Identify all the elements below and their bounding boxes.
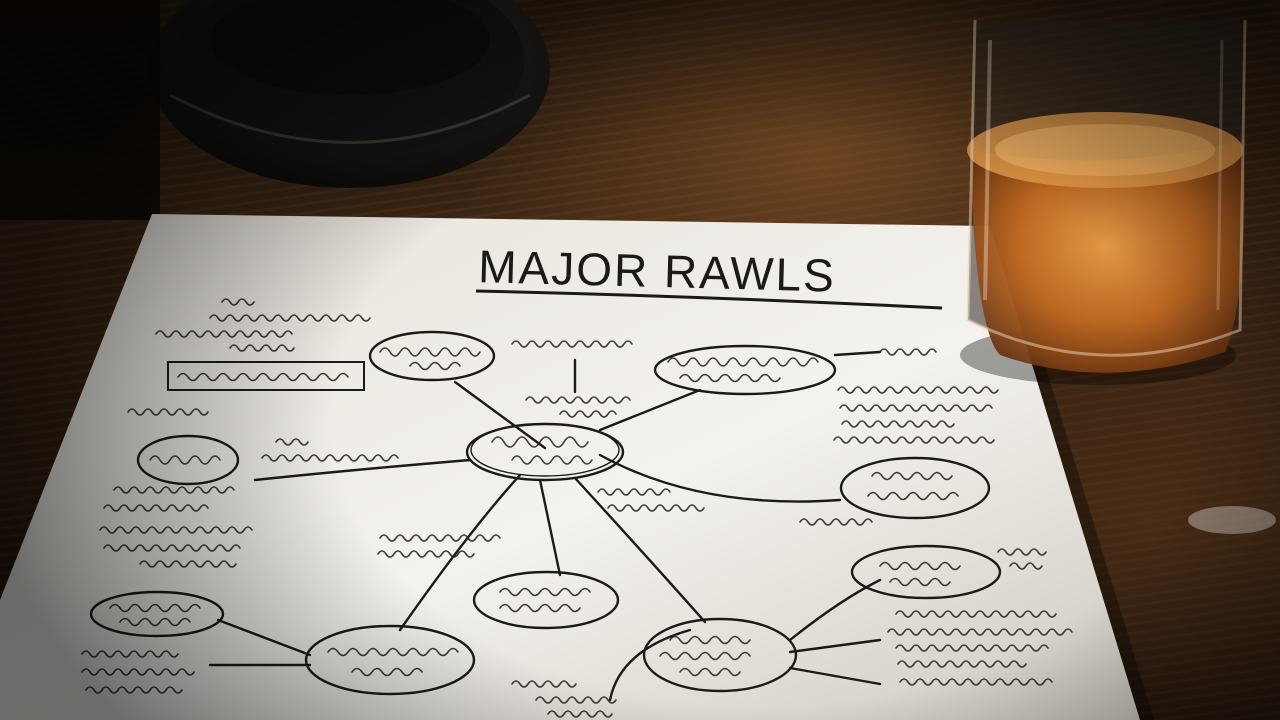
whiskey-glass bbox=[960, 19, 1247, 385]
cloth-scrap bbox=[1188, 506, 1276, 534]
